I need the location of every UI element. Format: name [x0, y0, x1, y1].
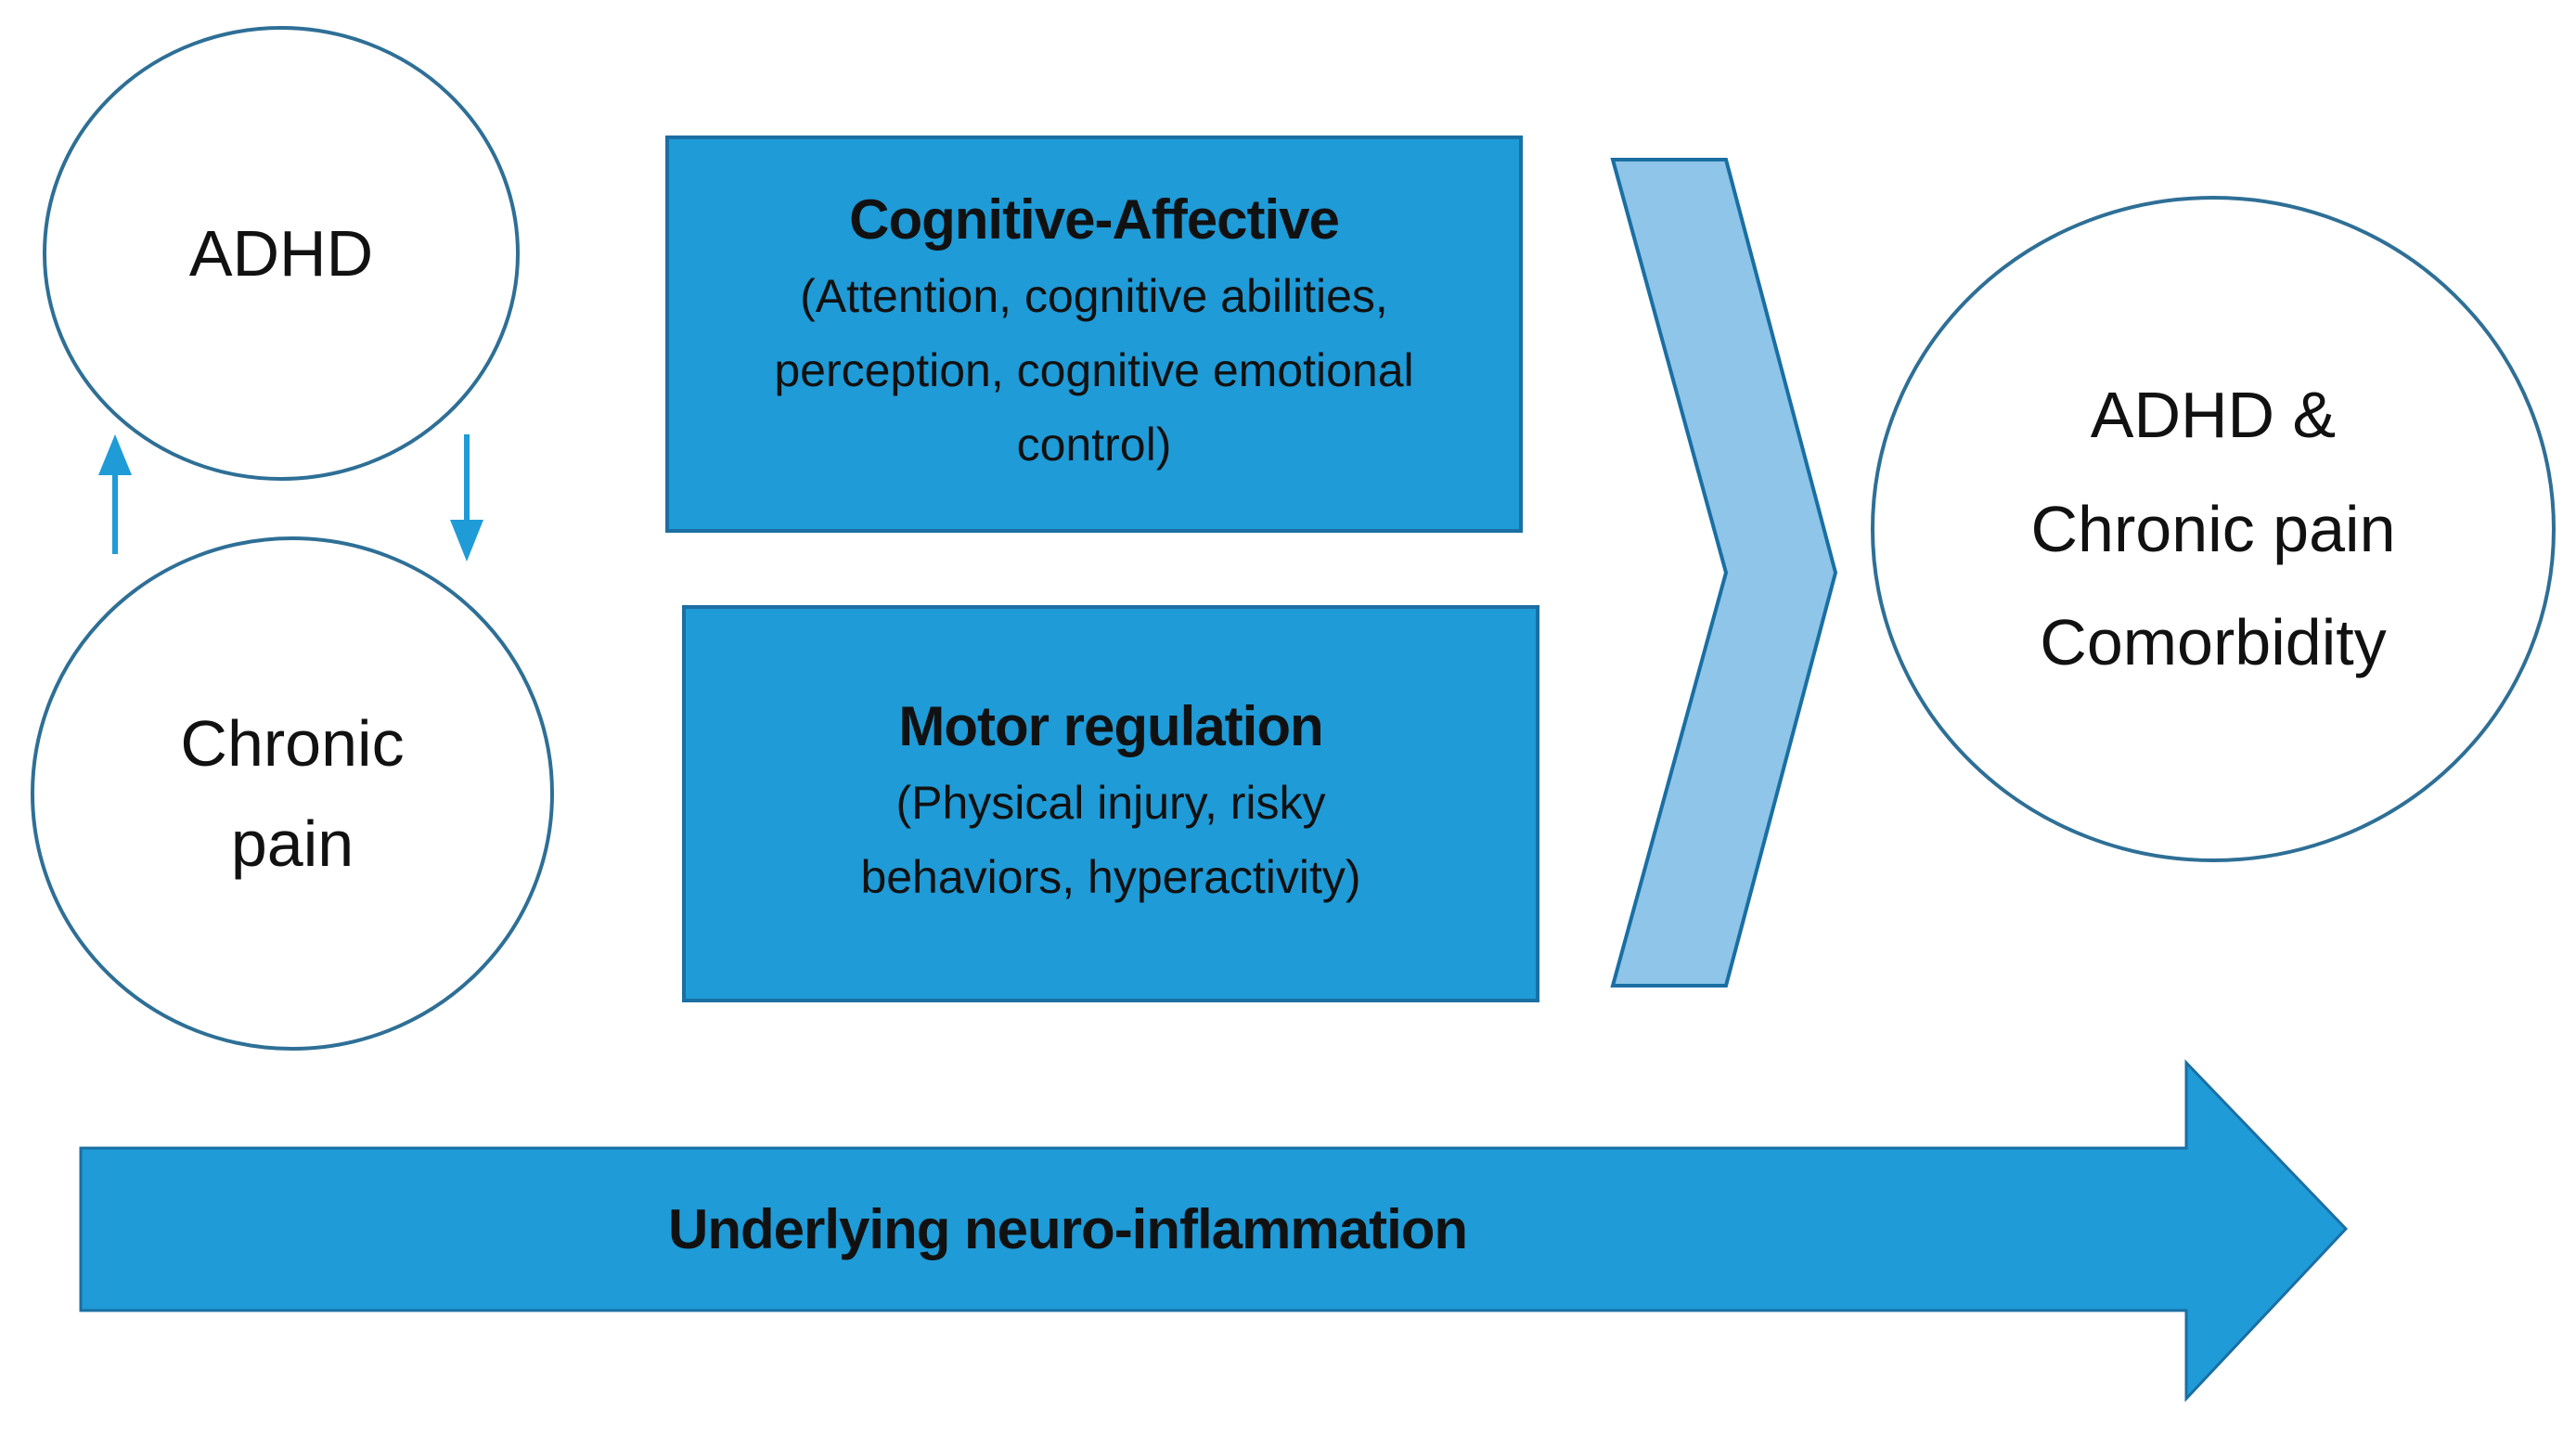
- comorbidity-label-line3: Comorbidity: [2040, 606, 2387, 679]
- chronic-pain-label-line2: pain: [230, 807, 354, 880]
- chronic-pain-circle: [31, 536, 554, 1051]
- adhd-label: ADHD: [188, 217, 374, 290]
- chronic-pain-node: Chronic pain: [32, 538, 552, 1049]
- comorbidity-label-line2: Chronic pain: [2030, 492, 2396, 565]
- motor-regulation-box: Motor regulation (Physical injury, risky…: [682, 605, 1539, 1002]
- motor-regulation-title: Motor regulation: [898, 695, 1323, 757]
- cognitive-affective-box: Cognitive-Affective (Attention, cognitiv…: [665, 136, 1523, 533]
- comorbidity-label-line1: ADHD &: [2090, 379, 2337, 452]
- motor-regulation-description: (Physical injury, risky behaviors, hyper…: [860, 777, 1361, 903]
- chevron-right-icon: [1610, 158, 1838, 988]
- up-arrow-icon: [98, 434, 132, 554]
- right-arrow-icon: [79, 1059, 2349, 1402]
- down-arrow-icon: [450, 434, 483, 562]
- adhd-circle: [43, 26, 520, 481]
- cognitive-affective-title: Cognitive-Affective: [849, 188, 1340, 251]
- cognitive-affective-description: (Attention, cognitive abilities, percept…: [774, 270, 1414, 471]
- chronic-pain-label-line1: Chronic: [180, 706, 405, 780]
- neuro-inflammation-label: Underlying neuro-inflammation: [668, 1198, 1468, 1260]
- comorbidity-circle: [1871, 196, 2556, 862]
- adhd-node: ADHD: [45, 28, 518, 479]
- comorbidity-node: ADHD & Chronic pain Comorbidity: [1873, 198, 2554, 860]
